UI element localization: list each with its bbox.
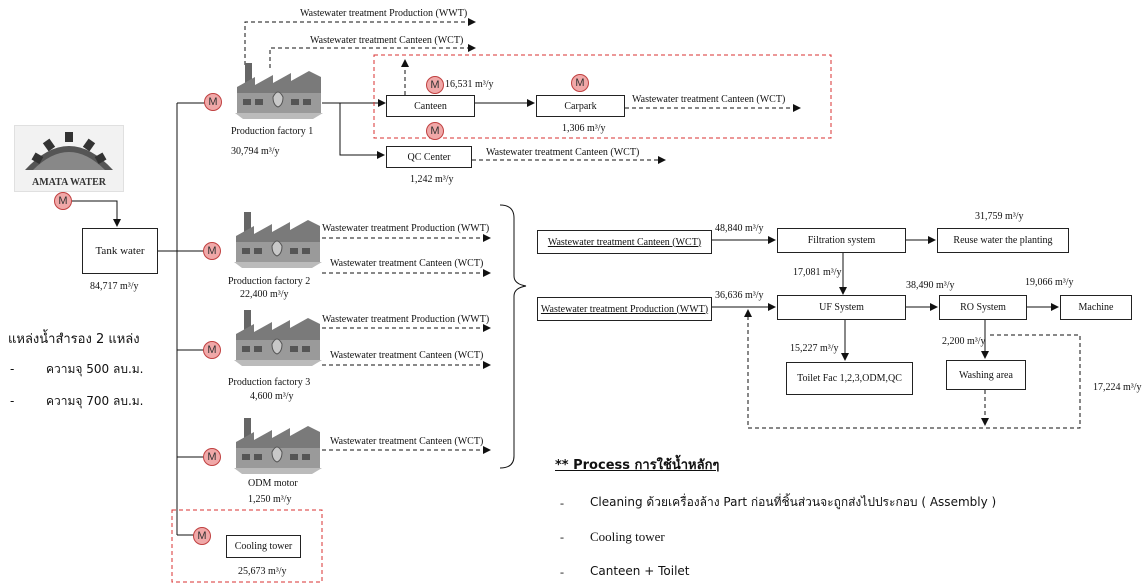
carpark-box: Carpark [536,95,625,117]
wwt-treatment-text: Wastewater treatment Production (WWT) [540,303,709,315]
meter-carpark: M [571,74,589,92]
odm-motor-flow: 1,250 m³/y [248,494,292,505]
backup-title: แหล่งน้ำสำรอง 2 แหล่ง [8,332,140,347]
meter-canteen: M [426,76,444,94]
amata-logo-icon [25,132,113,170]
process-bullet-2: - [560,530,564,544]
washing-area-box: Washing area [946,360,1026,390]
meter-factory-2: M [203,242,221,260]
tank-flow: 84,717 m³/y [90,281,139,292]
wct-treatment-text: Wastewater treatment Canteen (WCT) [547,236,702,248]
odm-wct-label: Wastewater treatment Canteen (WCT) [330,436,484,447]
tank-water-box: Tank water [82,228,158,274]
f2-wct-label: Wastewater treatment Canteen (WCT) [330,258,484,269]
factory-1-label: Production factory 1 [231,126,314,137]
carpark-flow: 1,306 m³/y [562,123,606,134]
process-item-1: Cleaning ด้วยเครื่องล้าง Part ก่อนที่ชิ้… [590,495,997,509]
process-item-3: Canteen + Toilet [590,564,690,578]
backup-item-1: ความจุ 500 ลบ.ม. [46,362,144,376]
meter-odm: M [203,448,221,466]
reuse-flow: 31,759 m³/y [975,211,1024,222]
qc-flow: 1,242 m³/y [410,174,454,185]
uf-to-ro-flow: 38,490 m³/y [906,280,955,291]
ro-to-washing-flow: 2,200 m³/y [942,336,986,347]
factory-3-flow: 4,600 m³/y [250,391,294,402]
process-bullet-3: - [560,565,564,579]
backup-bullet-2: - [10,394,15,408]
odm-motor-icon [234,418,322,474]
f1-wct-label: Wastewater treatment Canteen (WCT) [310,35,464,46]
backup-bullet-1: - [10,362,15,376]
f3-wwt-label: Wastewater treatment Production (WWT) [322,314,490,325]
wct-flow: 48,840 m³/y [715,223,764,234]
meter-factory-1: M [204,93,222,111]
toilet-box: Toilet Fac 1,2,3,ODM,QC [786,362,913,395]
backup-item-2: ความจุ 700 ลบ.ม. [46,394,144,408]
meter-qc: M [426,122,444,140]
process-title: ** Process การใช้น้ำหลักๆ [555,458,720,473]
meter-source: M [54,192,72,210]
wct-treatment-box: Wastewater treatment Canteen (WCT) [537,230,712,254]
cooling-tower-flow: 25,673 m³/y [238,566,287,577]
recycle-flow: 17,224 m³/y [1093,382,1142,393]
cooling-tower-box: Cooling tower [226,535,301,558]
factory-3-label: Production factory 3 [228,377,311,388]
uf-to-toilet-flow: 15,227 m³/y [790,343,839,354]
ro-system-box: RO System [939,295,1027,320]
factory-2-flow: 22,400 m³/y [240,289,289,300]
logo-text: AMATA WATER [32,177,106,188]
amata-water-logo: AMATA WATER [14,125,124,192]
canteen-flow: 16,531 m³/y [445,79,494,90]
f1-wwt-label: Wastewater treatment Production (WWT) [300,8,468,19]
factory-3-icon [234,310,322,366]
meter-cooling-tower: M [193,527,211,545]
qc-center-box: QC Center [386,146,472,168]
f3-wct-label: Wastewater treatment Canteen (WCT) [330,350,484,361]
f2-wwt-label: Wastewater treatment Production (WWT) [322,223,490,234]
uf-system-box: UF System [777,295,906,320]
canteen-box: Canteen [386,95,475,117]
odm-motor-label: ODM motor [248,478,298,489]
filtration-box: Filtration system [777,228,906,253]
process-item-2: Cooling tower [590,529,665,544]
reuse-box: Reuse water the planting [937,228,1069,253]
factory-1-flow: 30,794 m³/y [231,146,280,157]
wwt-flow: 36,636 m³/y [715,290,764,301]
ro-to-machine-flow: 19,066 m³/y [1025,277,1074,288]
meter-factory-3: M [203,341,221,359]
process-bullet-1: - [560,496,564,510]
factory-2-label: Production factory 2 [228,276,311,287]
factory-2-icon [234,212,322,268]
filt-to-uf-flow: 17,081 m³/y [793,267,842,278]
qc-wct-label: Wastewater treatment Canteen (WCT) [486,147,640,158]
carpark-wct-label: Wastewater treatment Canteen (WCT) [632,94,786,105]
factory-1-icon [235,63,323,119]
wwt-treatment-box: Wastewater treatment Production (WWT) [537,297,712,321]
machine-box: Machine [1060,295,1132,320]
